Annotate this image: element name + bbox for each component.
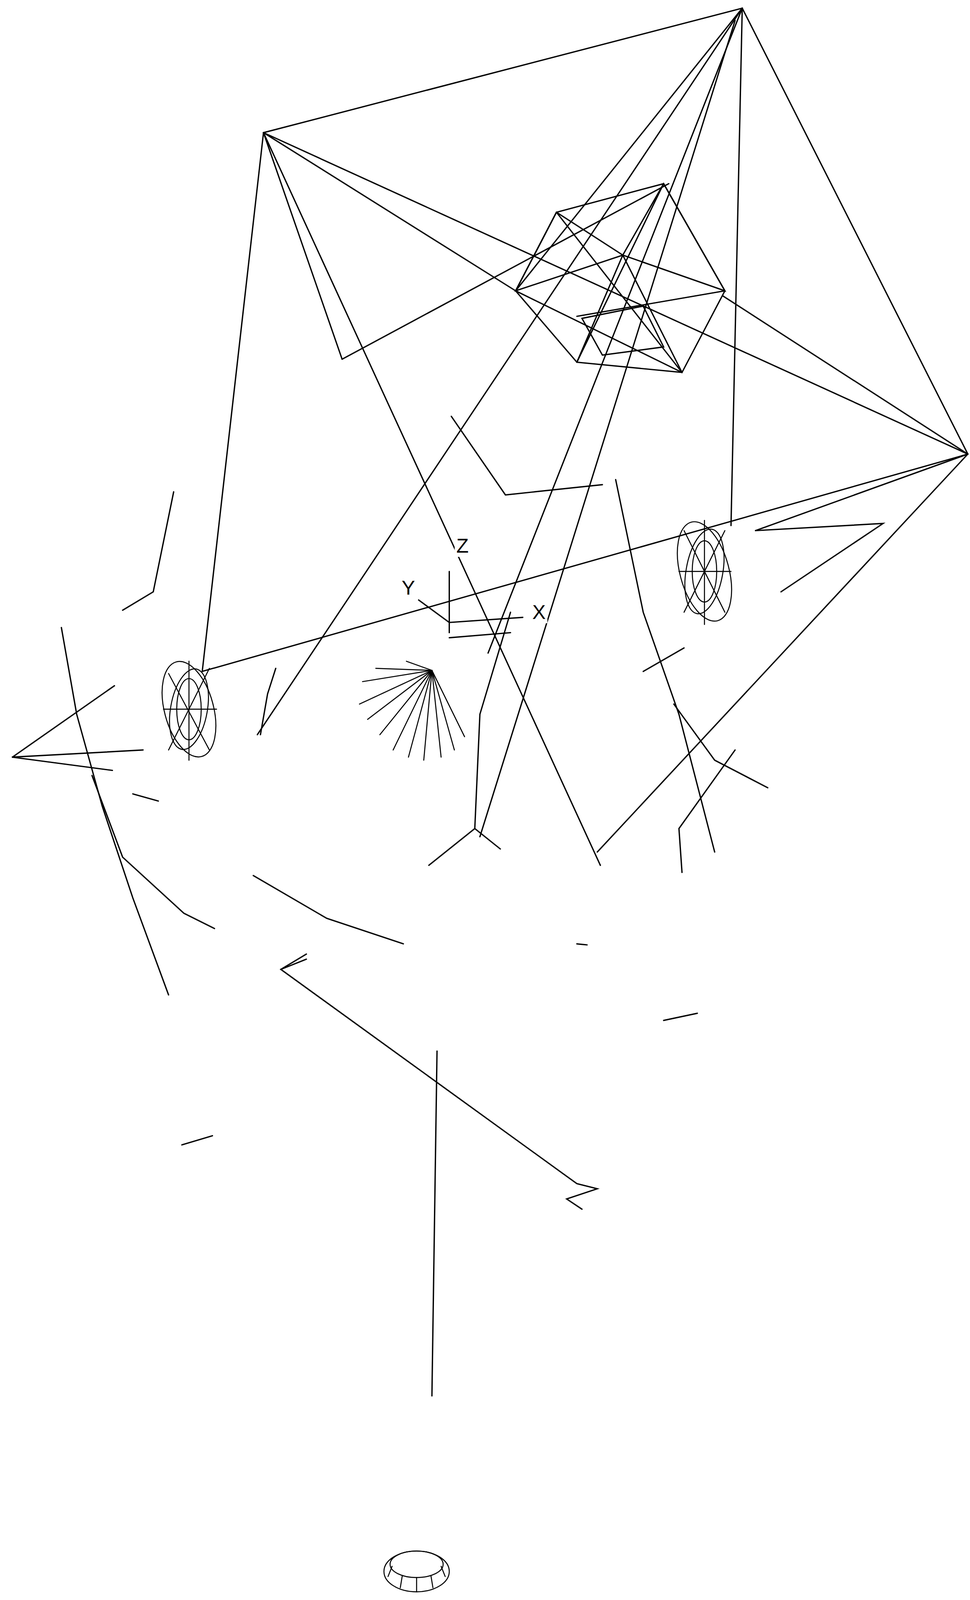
axis-label: X: [530, 601, 548, 624]
axis-label: Z: [454, 535, 471, 558]
axis-label: Y: [399, 577, 417, 600]
